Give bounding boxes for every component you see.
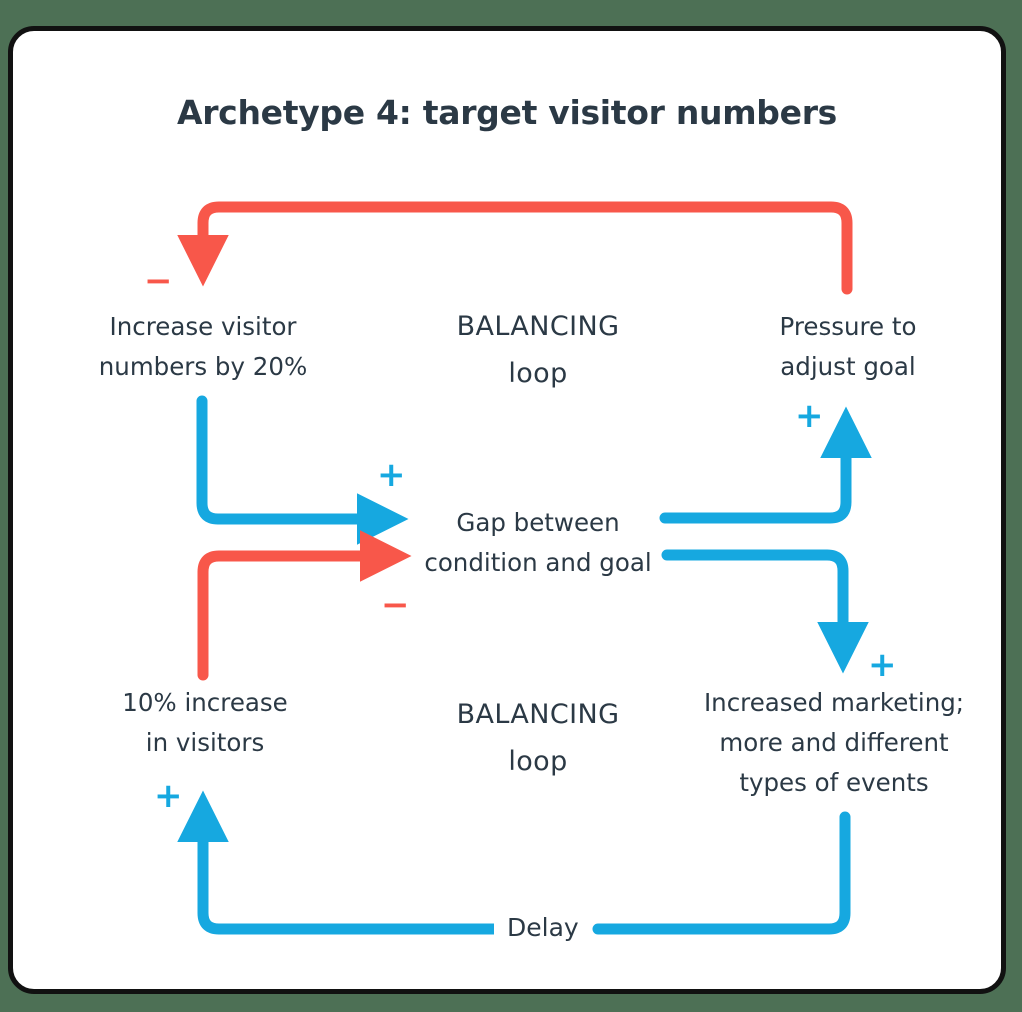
page-title: Archetype 4: target visitor numbers (176, 93, 838, 132)
balancing-loop-label-top: BALANCING loop (456, 311, 620, 389)
edge-marketing-to-delay (592, 811, 851, 935)
node-gap-between-condition-and-goal: Gap between condition and goal (424, 508, 652, 577)
edge-increase-to-gap (196, 395, 409, 545)
diagram-card: Archetype 4: target visitor numbers (8, 26, 1006, 994)
sign-plus-increase-to-gap: + (377, 455, 406, 495)
sign-plus-gap-to-pressure: + (795, 396, 824, 436)
node-increased-marketing: Increased marketing; more and different … (703, 688, 965, 797)
node-pressure-to-adjust-goal: Pressure to adjust goal (779, 312, 917, 381)
edge-gap-to-pressure (659, 406, 872, 524)
edge-visitors-to-gap (197, 530, 412, 681)
edge-gap-to-marketing (661, 549, 869, 674)
node-ten-percent-increase-in-visitors: 10% increase in visitors (122, 688, 288, 757)
sign-minus-pressure-to-increase: − (144, 261, 173, 301)
edge-pressure-to-increase (177, 201, 853, 295)
edge-delay-to-visitors (177, 790, 500, 935)
sign-minus-visitors-to-gap: − (381, 585, 410, 625)
balancing-loop-label-bottom: BALANCING loop (456, 699, 620, 777)
delay-label: Delay (494, 913, 592, 943)
sign-plus-gap-to-marketing: + (868, 645, 897, 685)
sign-plus-delay-to-visitors: + (154, 776, 183, 816)
node-increase-visitor-numbers: Increase visitor numbers by 20% (98, 312, 308, 381)
